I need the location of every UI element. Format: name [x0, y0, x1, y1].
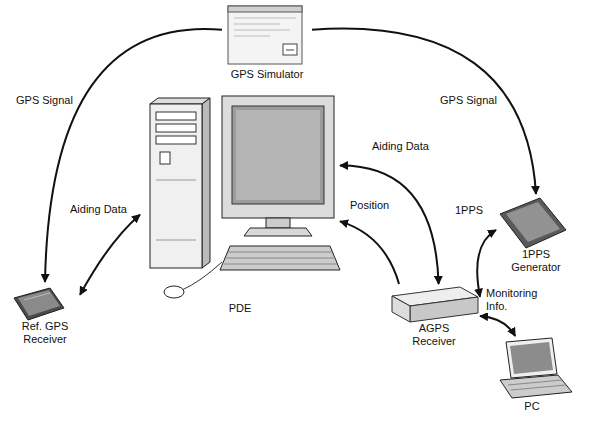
icon-space [496, 194, 576, 248]
gps-simulator-icon [228, 6, 302, 64]
device-node: AGPS Receiver [388, 284, 480, 348]
device-label: Ref. GPS Receiver [15, 320, 75, 346]
device-node: 1PPS Generator [496, 194, 576, 274]
icon-space [222, 2, 312, 68]
device-node: Ref. GPS Receiver [10, 282, 80, 346]
icon-space [140, 92, 340, 302]
device-label: 1PPS Generator [503, 248, 569, 274]
device-node: PC [490, 336, 574, 413]
pde-workstation-icon [150, 96, 340, 298]
ref-receiver-icon [14, 288, 64, 320]
arrow-label: GPS Signal [438, 94, 499, 107]
device-label: PC [512, 400, 552, 413]
pps-generator-icon [500, 198, 566, 248]
signal-arrow [340, 166, 439, 284]
agps-receiver-icon [392, 287, 478, 322]
icon-space [10, 282, 80, 320]
arrow-label: Aiding Data [370, 140, 431, 153]
signal-arrow [340, 221, 399, 284]
signal-arrow [480, 316, 515, 336]
arrow-label: GPS Signal [14, 94, 75, 107]
arrow-label: Aiding Data [68, 203, 129, 216]
device-node: PDE [140, 92, 340, 315]
device-label: GPS Simulator [222, 68, 312, 81]
arrow-label: Monitoring Info. [484, 287, 546, 313]
arrow-label: Position [348, 199, 391, 212]
arrow-label: 1PPS [453, 204, 485, 217]
device-label: PDE [210, 302, 270, 315]
signal-arrow [45, 29, 222, 282]
laptop-icon [500, 338, 572, 398]
icon-space [490, 336, 574, 400]
icon-space [388, 284, 480, 322]
device-node: GPS Simulator [222, 2, 312, 81]
signal-arrow [312, 29, 536, 194]
device-label: AGPS Receiver [403, 322, 465, 348]
signal-arrow [80, 215, 140, 295]
